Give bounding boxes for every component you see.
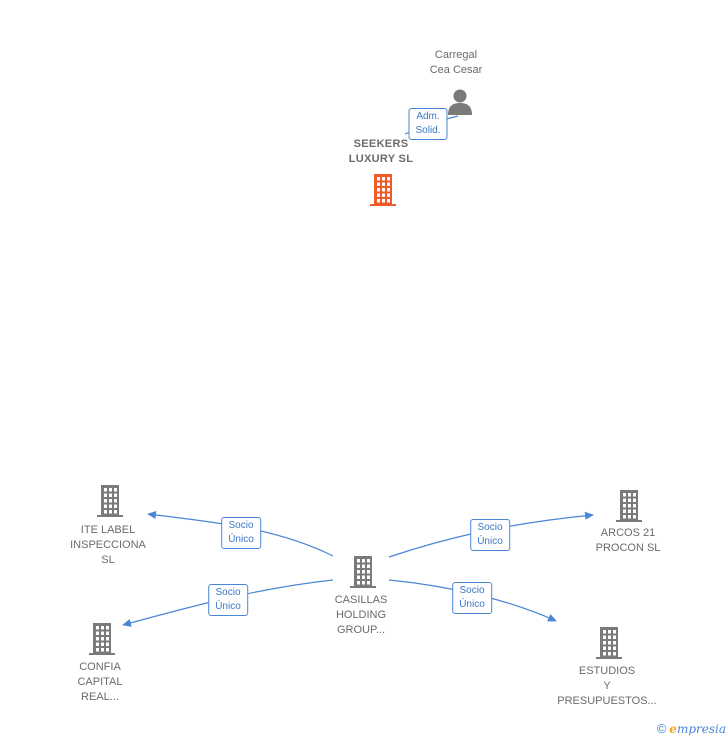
node-label-line: ARCOS 21 bbox=[600, 527, 656, 539]
edge-label-line: Socio bbox=[477, 522, 503, 533]
node-label-line: LUXURY SL bbox=[348, 153, 414, 165]
node-label-line: ITE LABEL bbox=[80, 524, 136, 536]
node-label-line: Cea Cesar bbox=[429, 64, 483, 76]
node-label-line: REAL... bbox=[81, 691, 119, 703]
edge-label-line: Solid. bbox=[415, 125, 441, 136]
arcos-building-icon[interactable] bbox=[616, 490, 642, 522]
arcos-node-label[interactable]: ARCOS 21 PROCON SL bbox=[596, 526, 661, 556]
edge-label-line: Adm. bbox=[416, 111, 440, 122]
ite-node-label[interactable]: ITE LABEL INSPECCIONA SL bbox=[70, 523, 146, 568]
node-label-line: Carregal bbox=[434, 49, 478, 61]
empresia-logo[interactable]: ©empresia bbox=[656, 721, 726, 736]
node-label-line: CAPITAL bbox=[77, 676, 123, 688]
seekers-building-icon[interactable] bbox=[370, 174, 396, 206]
edge-label-line: Socio bbox=[215, 587, 241, 598]
edge-label-seekers[interactable]: Adm. Solid. bbox=[408, 108, 448, 140]
edge-label-line: Socio bbox=[459, 585, 485, 596]
seekers-node-label[interactable]: SEEKERS LUXURY SL bbox=[349, 137, 413, 167]
edge-label-line: Único bbox=[215, 601, 241, 612]
ite-building-icon[interactable] bbox=[97, 485, 123, 517]
node-label-line: INSPECCIONA bbox=[70, 539, 146, 551]
casillas-node-label[interactable]: CASILLAS HOLDING GROUP... bbox=[335, 593, 388, 638]
node-label-line: SEEKERS bbox=[353, 138, 409, 150]
edge-label-line: Único bbox=[228, 534, 254, 545]
node-label-line: CASILLAS bbox=[334, 594, 388, 606]
carregal-person-icon[interactable] bbox=[448, 89, 472, 116]
node-label-line: ESTUDIOS bbox=[578, 665, 636, 677]
node-label-line: PROCON SL bbox=[595, 542, 661, 554]
casillas-building-icon[interactable] bbox=[350, 556, 376, 588]
node-label-line: SL bbox=[101, 554, 115, 566]
node-label-line: CONFIA bbox=[79, 661, 121, 673]
estudios-node-label[interactable]: ESTUDIOS Y PRESUPUESTOS... bbox=[557, 664, 656, 709]
edge-label-line: Socio bbox=[228, 520, 254, 531]
copyright-icon: © bbox=[656, 721, 667, 736]
node-label-line: GROUP... bbox=[336, 624, 386, 636]
node-label-line: Y bbox=[603, 680, 611, 692]
edge-label-line: Único bbox=[459, 599, 485, 610]
node-label-line: HOLDING bbox=[335, 609, 387, 621]
confia-building-icon[interactable] bbox=[89, 623, 115, 655]
estudios-building-icon[interactable] bbox=[596, 627, 622, 659]
node-label-line: PRESUPUESTOS... bbox=[557, 695, 657, 707]
confia-node-label[interactable]: CONFIA CAPITAL REAL... bbox=[77, 660, 122, 705]
edge-label-line: Único bbox=[477, 536, 503, 547]
